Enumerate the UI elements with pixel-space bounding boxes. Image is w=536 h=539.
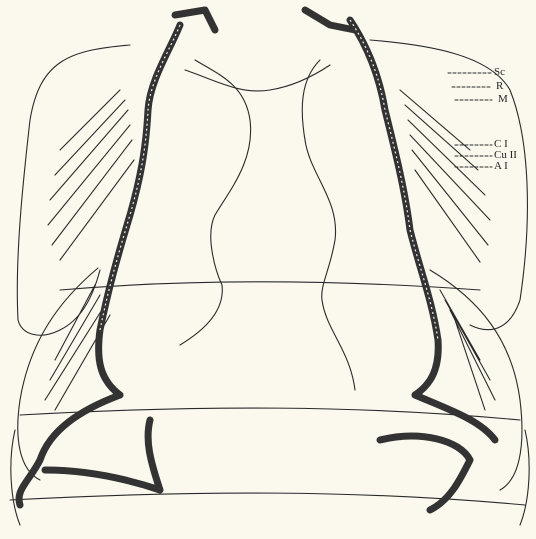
right-main-trachea [350,20,438,395]
right-lower-trachea [415,395,495,440]
right-hindwing-outline [430,270,522,490]
segment-line-1 [60,282,480,290]
left-hindwing-outline [18,268,98,480]
label-r: R [496,81,503,92]
left-main-trachea [99,25,180,395]
label-a1: A I [494,161,508,172]
right-basal-loop [380,436,470,510]
transverse-connective [185,65,330,91]
label-m: M [498,94,508,105]
central-trunk-right [302,60,355,390]
label-sc: Sc [494,67,505,78]
central-trunk-left [180,60,251,345]
right-forewing-outline [370,40,527,330]
